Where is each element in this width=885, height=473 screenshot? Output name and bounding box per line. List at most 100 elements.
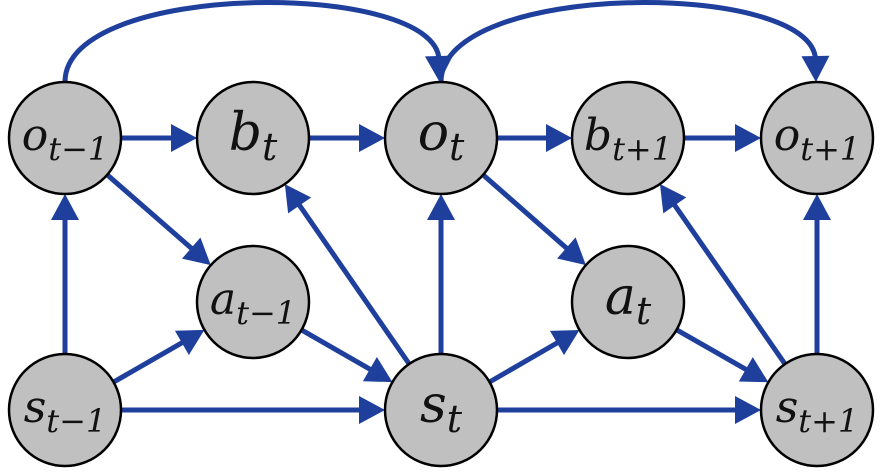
node-o_tp1-label-subscript: t+1 [800, 130, 860, 168]
node-o_t-label-base: o [418, 103, 449, 163]
edge-o_tm1-to-a_tm1-arrowhead [182, 237, 211, 266]
node-a_t: at [570, 244, 686, 360]
edge-s_tm1-to-s_t [121, 396, 385, 424]
edge-s_tm1-to-s_t-arrowhead [359, 396, 385, 424]
edge-s_tm1-to-a_tm1-arrowhead [174, 329, 205, 355]
node-s_tm1-label-subscript: t−1 [46, 402, 106, 440]
node-o_tm1-label-base: o [22, 110, 49, 161]
node-o_tp1: ot+1 [759, 80, 875, 196]
edge-b_t-to-o_t [309, 124, 385, 152]
node-a_tm1-label-base: a [210, 274, 236, 325]
edge-s_tm1-to-a_tm1 [112, 329, 205, 385]
edge-s_tp1-to-b_tp1 [659, 183, 788, 366]
node-b_tp1-label-base: b [584, 110, 612, 161]
edge-o_t-to-o_tp1-arrowhead [801, 55, 830, 83]
node-o_tm1-label: ot−1 [22, 110, 109, 168]
edge-o_tm1-to-o_t [62, 0, 453, 83]
edge-s_t-to-s_tp1-arrowhead [735, 396, 761, 424]
node-s_tp1-label-subscript: t+1 [798, 402, 858, 440]
node-b_tp1-label-subscript: t+1 [612, 130, 672, 168]
node-s_tp1-circle [759, 352, 875, 468]
node-s_t: st [383, 352, 499, 468]
node-o_tm1-circle [7, 80, 123, 196]
edge-b_t-to-o_t-arrowhead [359, 124, 385, 152]
node-s_tp1-label-base: s [776, 382, 799, 433]
edge-s_t-to-s_tp1 [497, 396, 761, 424]
edge-o_tm1-to-a_tm1-line [105, 172, 196, 253]
edge-b_tp1-to-o_tp1 [684, 124, 761, 152]
edge-o_t-to-o_tp1 [438, 0, 830, 83]
edge-s_tp1-to-o_tp1 [803, 194, 831, 354]
edge-o_t-to-b_tp1 [497, 124, 572, 152]
edge-o_t-to-b_tp1-arrowhead [546, 124, 572, 152]
edge-o_t-to-a_t-line [481, 173, 572, 253]
edge-a_t-to-s_tp1-line [675, 327, 751, 374]
edge-layer [51, 0, 831, 424]
node-a_t-circle [570, 244, 686, 360]
node-s_tm1-label: st−1 [24, 382, 107, 440]
edge-s_t-to-b_t-arrowhead [284, 184, 312, 214]
node-a_tm1-label: at−1 [210, 274, 296, 332]
node-o_t: ot [383, 80, 499, 196]
node-s_t-label: st [420, 375, 463, 441]
edge-s_tp1-to-b_tp1-line [670, 200, 788, 366]
edge-o_tm1-to-a_tm1 [105, 172, 211, 266]
edge-a_t-to-s_tp1-arrowhead [738, 357, 769, 383]
edge-o_t-to-a_t [481, 173, 586, 266]
node-o_t-label: ot [418, 103, 465, 169]
edge-o_tm1-to-o_t-line [62, 0, 442, 83]
edge-s_t-to-a_t-line [488, 338, 562, 385]
edge-s_t-to-o_t [427, 194, 455, 354]
edge-o_tm1-to-b_t [121, 124, 197, 152]
node-b_tp1-circle [570, 80, 686, 196]
node-o_t-circle [383, 80, 499, 196]
node-a_t-label: at [605, 267, 652, 333]
node-o_tm1-label-subscript: t−1 [48, 130, 108, 168]
node-s_t-label-subscript: t [447, 397, 463, 441]
node-a_tm1-label-subscript: t−1 [236, 294, 296, 332]
edge-s_t-to-o_t-arrowhead [427, 194, 455, 220]
edge-s_t-to-a_t [488, 330, 580, 385]
edge-s_tp1-to-o_tp1-arrowhead [803, 194, 831, 220]
edge-s_t-to-b_t [284, 184, 412, 366]
node-s_tp1: st+1 [759, 352, 875, 468]
node-o_tm1: ot−1 [7, 80, 123, 196]
edge-o_tm1-to-b_t-arrowhead [171, 124, 197, 152]
node-a_tm1-circle [195, 244, 311, 360]
node-s_tm1-circle [7, 352, 123, 468]
node-s_tp1-label: st+1 [776, 382, 859, 440]
edge-a_tm1-to-s_t-line [300, 327, 375, 374]
node-a_tm1: at−1 [195, 244, 311, 360]
edge-s_tm1-to-o_tm1 [51, 194, 79, 354]
edge-a_tm1-to-s_t-arrowhead [362, 357, 393, 383]
node-s_t-label-base: s [420, 375, 447, 435]
node-b_t: bt [195, 80, 311, 196]
edge-s_tm1-to-a_tm1-line [112, 338, 187, 385]
node-b_t-label: bt [229, 103, 278, 169]
edge-s_tm1-to-o_tm1-arrowhead [51, 194, 79, 220]
node-s_tm1: st−1 [7, 352, 123, 468]
node-b_t-label-subscript: t [262, 125, 278, 169]
node-b_t-label-base: b [229, 103, 262, 163]
edge-a_tm1-to-s_t [300, 327, 393, 383]
edge-b_tp1-to-o_tp1-arrowhead [735, 124, 761, 152]
node-o_tp1-label-base: o [774, 110, 801, 161]
edge-s_t-to-b_t-line [295, 200, 412, 366]
node-s_tm1-label-base: s [24, 382, 47, 433]
node-b_tp1: bt+1 [570, 80, 686, 196]
node-o_t-label-subscript: t [449, 125, 465, 169]
edge-o_t-to-o_tp1-line [438, 0, 819, 83]
edge-o_t-to-a_t-arrowhead [557, 237, 586, 266]
node-o_tp1-label: ot+1 [774, 110, 861, 168]
edge-s_t-to-a_t-arrowhead [549, 330, 580, 356]
node-o_tp1-circle [759, 80, 875, 196]
edge-s_tp1-to-b_tp1-arrowhead [659, 183, 687, 214]
node-a_t-label-subscript: t [636, 289, 652, 333]
node-b_tp1-label: bt+1 [584, 110, 672, 168]
node-a_t-label-base: a [605, 267, 636, 327]
node-s_t-circle [383, 352, 499, 468]
node-b_t-circle [195, 80, 311, 196]
edge-a_t-to-s_tp1 [675, 327, 769, 383]
